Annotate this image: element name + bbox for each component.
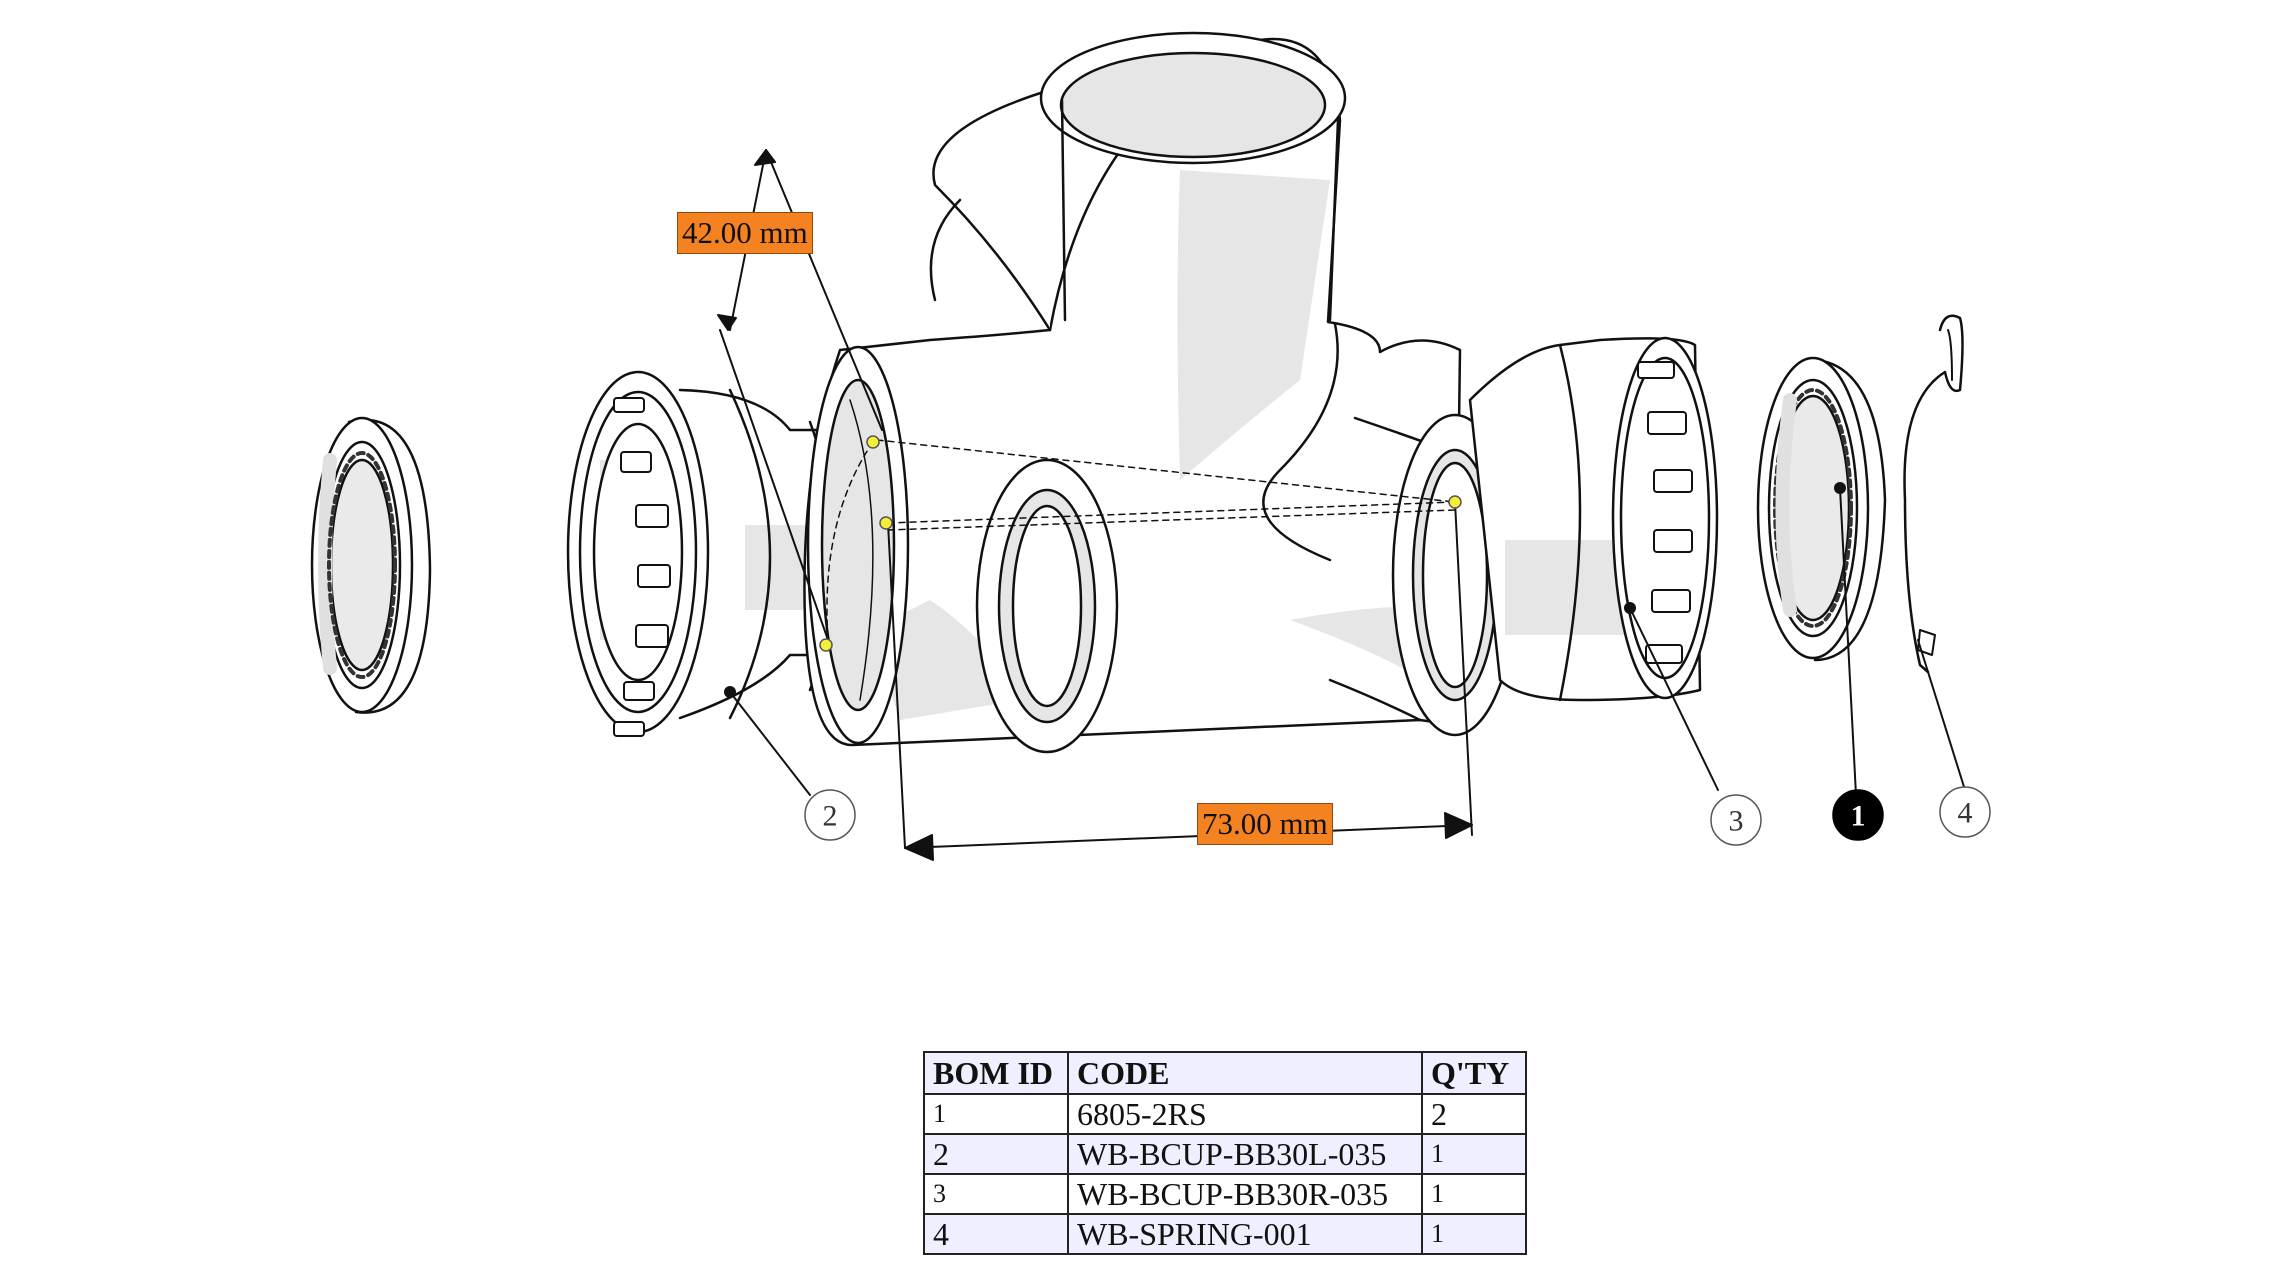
callout-label-4: 4 xyxy=(1958,797,1973,830)
dimension-length-geometry xyxy=(887,501,1473,861)
measure-point[interactable] xyxy=(819,638,833,652)
bom-header-id: BOM ID xyxy=(923,1051,1069,1095)
measure-point[interactable] xyxy=(866,435,880,449)
left-bearing[interactable] xyxy=(310,416,432,714)
bom-cell-code: WB-SPRING-001 xyxy=(1067,1213,1423,1255)
bom-row[interactable]: 2 WB-BCUP-BB30L-035 1 xyxy=(923,1133,1527,1175)
bom-cell-code: 6805-2RS xyxy=(1067,1093,1423,1135)
bom-row[interactable]: 4 WB-SPRING-001 1 xyxy=(923,1213,1527,1255)
bom-cell-id: 3 xyxy=(923,1173,1069,1215)
bom-cell-code: WB-BCUP-BB30L-035 xyxy=(1067,1133,1423,1175)
bom-row[interactable]: 1 6805-2RS 2 xyxy=(923,1093,1527,1135)
callout-label-1: 1 xyxy=(1851,800,1866,833)
callout-balloon-1[interactable] xyxy=(1832,789,1884,841)
bottom-bracket-shell[interactable] xyxy=(803,31,1519,754)
right-bearing-cup[interactable] xyxy=(1468,336,1719,702)
bom-header-row: BOM ID CODE Q'TY xyxy=(923,1051,1527,1095)
leader-lines xyxy=(729,487,1966,796)
leader-dot-2 xyxy=(724,686,736,698)
bom-cell-qty: 1 xyxy=(1421,1133,1527,1175)
bom-cell-qty: 2 xyxy=(1421,1093,1527,1135)
leader-dot-3 xyxy=(1624,602,1636,614)
bom-cell-code: WB-BCUP-BB30R-035 xyxy=(1067,1173,1423,1215)
bom-cell-id: 1 xyxy=(923,1093,1069,1135)
bom-cell-qty: 1 xyxy=(1421,1213,1527,1255)
bom-cell-id: 2 xyxy=(923,1133,1069,1175)
callout-label-2: 2 xyxy=(823,800,838,833)
bom-cell-id: 4 xyxy=(923,1213,1069,1255)
leader-dot-1 xyxy=(1834,482,1846,494)
measure-point[interactable] xyxy=(1448,495,1462,509)
bom-table: BOM ID CODE Q'TY 1 6805-2RS 2 2 WB-BCUP-… xyxy=(923,1051,1527,1255)
measure-point[interactable] xyxy=(879,516,893,530)
measure-points[interactable] xyxy=(819,435,1462,652)
bom-header-qty: Q'TY xyxy=(1421,1051,1527,1095)
callout-balloon-2[interactable] xyxy=(804,789,856,841)
callout-balloon-4[interactable] xyxy=(1939,786,1991,838)
bom-cell-qty: 1 xyxy=(1421,1173,1527,1215)
bom-header-code: CODE xyxy=(1067,1051,1423,1095)
dimension-label-width[interactable]: 42.00 mm xyxy=(677,212,813,254)
spring-clip[interactable] xyxy=(1903,314,1964,674)
bom-row[interactable]: 3 WB-BCUP-BB30R-035 1 xyxy=(923,1173,1527,1215)
callout-balloon-3[interactable] xyxy=(1710,794,1762,846)
right-bearing[interactable] xyxy=(1756,356,1887,662)
callout-label-3: 3 xyxy=(1729,805,1744,838)
dimension-label-length[interactable]: 73.00 mm xyxy=(1197,803,1333,845)
